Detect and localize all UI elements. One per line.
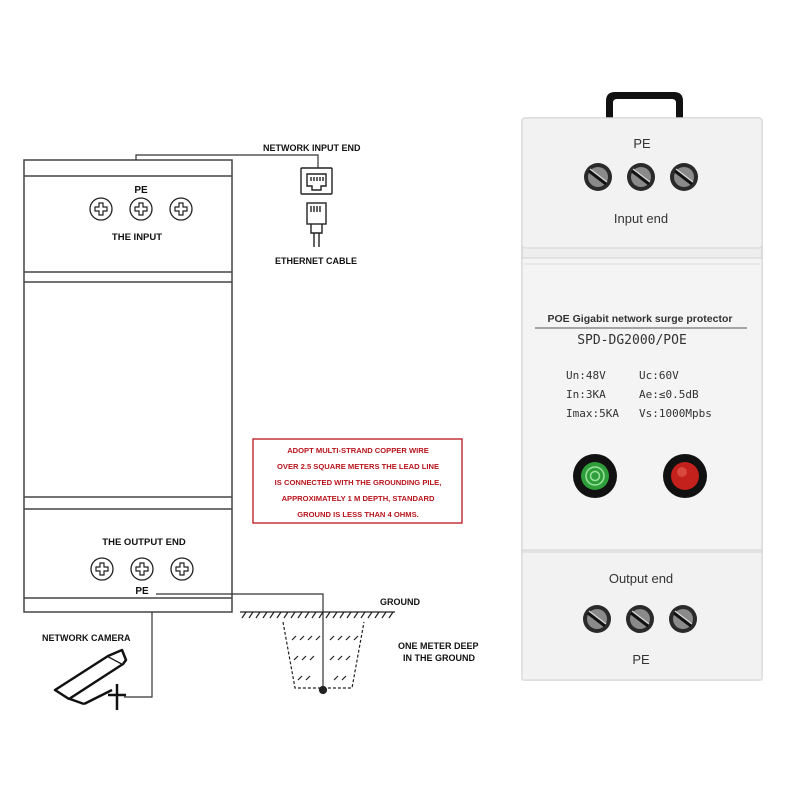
depth-label-line1: ONE METER DEEP: [398, 641, 479, 651]
terminal-screw-icon: [170, 557, 194, 581]
terminal-screw-icon: [89, 197, 113, 221]
pe-label-top: PE: [134, 185, 148, 196]
grounding-note-line: GROUND IS LESS THAN 4 OHMS.: [297, 510, 419, 519]
the-output-end-label: THE OUTPUT END: [102, 537, 186, 548]
terminal-screw-icon: [581, 603, 613, 635]
ground-pit: [282, 621, 365, 695]
grounding-note-line: OVER 2.5 SQUARE METERS THE LEAD LINE: [277, 462, 439, 471]
network-camera-icon: [53, 648, 128, 710]
spec-vs: Vs:1000Mpbs: [639, 407, 712, 420]
terminal-screw-icon: [667, 603, 699, 635]
grounding-note: ADOPT MULTI-STRAND COPPER WIRE OVER 2.5 …: [252, 438, 463, 524]
grounding-note-line: ADOPT MULTI-STRAND COPPER WIRE: [287, 446, 429, 455]
input-cable-line: [135, 154, 319, 168]
spec-un: Un:48V: [566, 369, 606, 382]
terminal-screw-icon: [625, 161, 657, 193]
device-model: SPD-DG2000/POE: [577, 333, 687, 348]
device-input-end-label: Input end: [614, 211, 668, 226]
spec-uc: Uc:60V: [639, 369, 679, 382]
terminal-screw-icon: [90, 557, 114, 581]
module-outline: [23, 159, 233, 613]
network-input-end-label: NETWORK INPUT END: [263, 143, 361, 153]
grounding-note-line: IS CONNECTED WITH THE GROUNDING PILE,: [275, 478, 442, 487]
ground-wire: [156, 593, 324, 690]
ethernet-cable-label: ETHERNET CABLE: [275, 256, 357, 266]
spec-ae: Ae:≤0.5dB: [639, 388, 699, 401]
terminal-screw-icon: [169, 197, 193, 221]
rj45-jack-icon: [300, 167, 333, 195]
green-indicator-light: [573, 454, 617, 498]
terminal-screw-icon: [624, 603, 656, 635]
din-clip: [606, 92, 683, 118]
ground-label: GROUND: [380, 597, 420, 607]
device-title: POE Gigabit network surge protector: [548, 313, 733, 325]
spec-in: In:3KA: [566, 388, 606, 401]
the-input-label: THE INPUT: [112, 232, 162, 243]
camera-cable: [124, 612, 153, 698]
device-output-end-label: Output end: [609, 571, 673, 586]
terminal-screw-icon: [582, 161, 614, 193]
device-photo: PE Input end POE Gigabit network surge p…: [521, 92, 763, 681]
network-camera-label: NETWORK CAMERA: [42, 633, 131, 643]
terminal-screw-icon: [130, 557, 154, 581]
output-terminals: [90, 557, 194, 581]
grounding-note-line: APPROXIMATELY 1 M DEPTH, STANDARD: [282, 494, 435, 503]
terminal-screw-icon: [129, 197, 153, 221]
ground-surface: [240, 611, 395, 619]
grounding-pile-icon: [318, 685, 328, 695]
red-indicator-light: [663, 454, 707, 498]
depth-label-line2: IN THE GROUND: [403, 653, 476, 663]
input-terminals: [89, 197, 193, 221]
pe-label-bottom: PE: [135, 586, 149, 597]
terminal-screw-icon: [668, 161, 700, 193]
device-pe-label-bottom: PE: [632, 652, 650, 667]
spec-imax: Imax:5KA: [566, 407, 619, 420]
device-front-panel: [521, 257, 763, 551]
device-pe-label-top: PE: [633, 136, 651, 151]
ethernet-plug-icon: [306, 202, 327, 247]
grounding-note-frame: [252, 438, 463, 524]
wiring-diagram: PE THE INPUT THE OUTPUT END PE NETWORK I…: [23, 143, 479, 710]
